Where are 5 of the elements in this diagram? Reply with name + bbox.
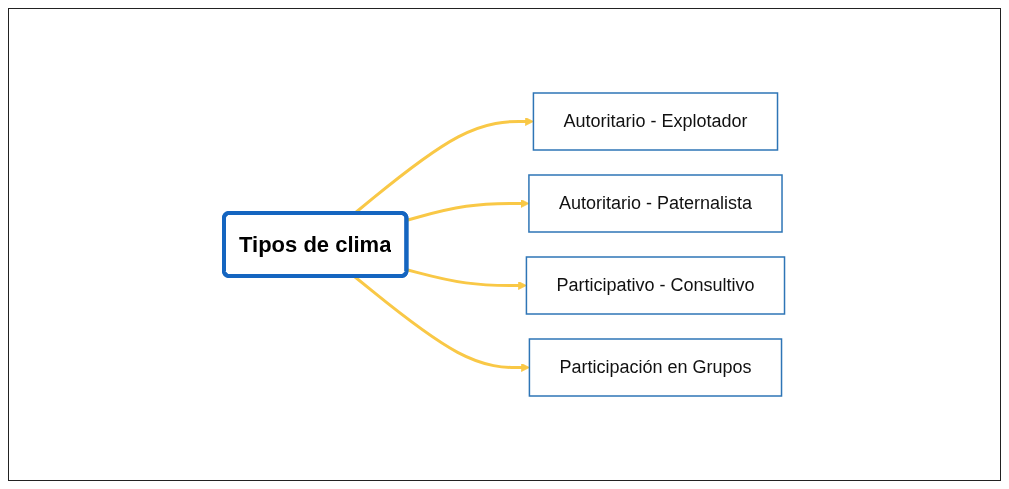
node-box: Autoritario - Explotador bbox=[532, 92, 779, 151]
node-box: Participación en Grupos bbox=[528, 338, 783, 397]
node-box: Autoritario - Paternalista bbox=[528, 174, 783, 233]
arrow bbox=[406, 199, 530, 222]
node-box: Participativo - Consultivo bbox=[525, 256, 786, 315]
